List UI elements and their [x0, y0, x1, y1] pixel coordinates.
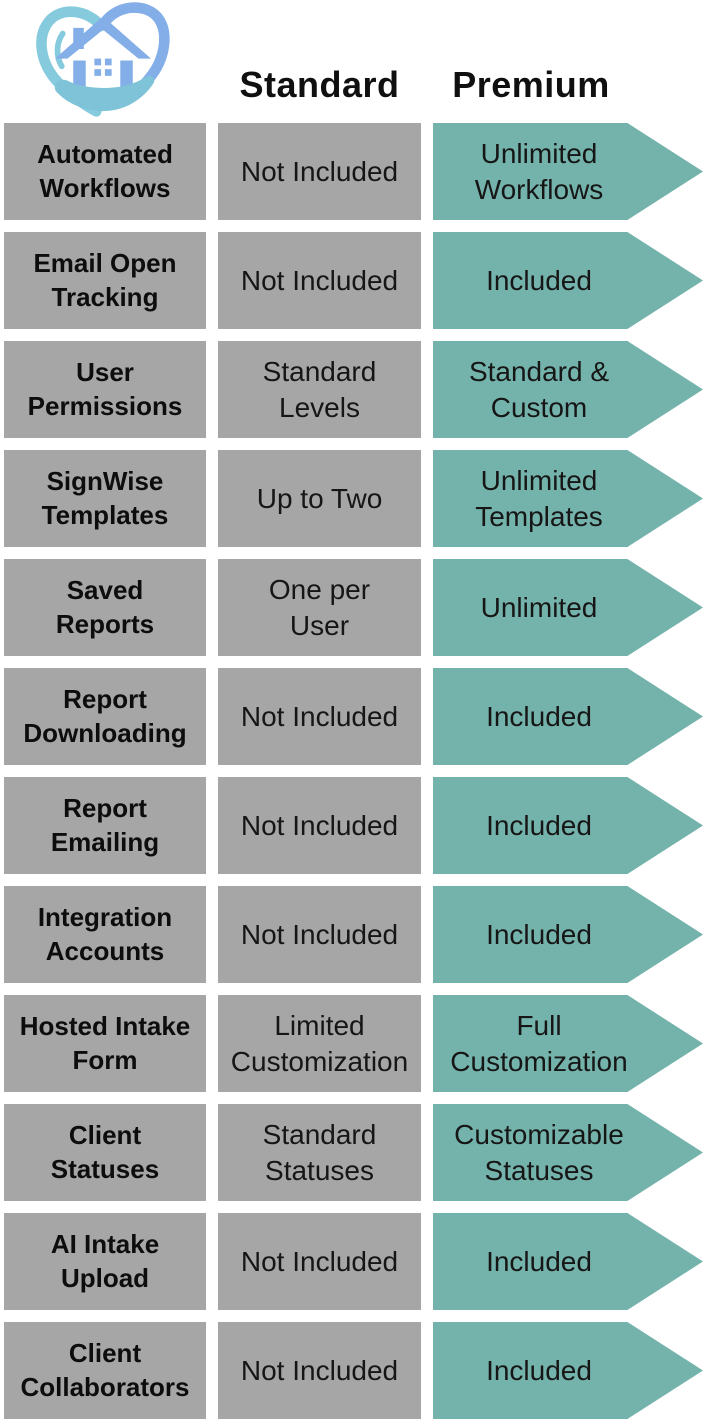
table-row: Client Statuses Standard Statuses Custom… [4, 1104, 703, 1201]
table-row: Report Emailing Not Included Included [4, 777, 703, 874]
table-row: Hosted Intake Form Limited Customization… [4, 995, 703, 1092]
logo [0, 0, 206, 122]
premium-value-arrow: Included [433, 777, 703, 874]
heart-house-care-logo-icon [36, 2, 170, 117]
feature-label: Saved Reports [4, 559, 206, 656]
standard-value: Standard Statuses [218, 1104, 421, 1201]
standard-value: Up to Two [218, 450, 421, 547]
table-row: Email Open Tracking Not Included Include… [4, 232, 703, 329]
house-window [94, 69, 102, 76]
table-row: Automated Workflows Not Included Unlimit… [4, 123, 703, 220]
feature-label: Report Emailing [4, 777, 206, 874]
table-row: User Permissions Standard Levels Standar… [4, 341, 703, 438]
premium-value-arrow: Unlimited Templates [433, 450, 703, 547]
feature-label: Email Open Tracking [4, 232, 206, 329]
comparison-rows: Automated Workflows Not Included Unlimit… [4, 123, 703, 1419]
standard-value: Not Included [218, 123, 421, 220]
column-header-premium: Premium [452, 64, 610, 105]
premium-value-arrow: Unlimited [433, 559, 703, 656]
feature-label: Client Statuses [4, 1104, 206, 1201]
table-row: Saved Reports One per User Unlimited [4, 559, 703, 656]
premium-value-arrow: Included [433, 886, 703, 983]
standard-value: Not Included [218, 886, 421, 983]
house-roof [55, 16, 151, 59]
table-row: AI Intake Upload Not Included Included [4, 1213, 703, 1310]
feature-label: Integration Accounts [4, 886, 206, 983]
house-wall-left [73, 60, 86, 93]
standard-value: Not Included [218, 777, 421, 874]
premium-value-arrow: Standard & Custom [433, 341, 703, 438]
feature-label: SignWise Templates [4, 450, 206, 547]
feature-label: Client Collaborators [4, 1322, 206, 1419]
feature-label: AI Intake Upload [4, 1213, 206, 1310]
header: Standard Premium [0, 0, 706, 122]
standard-value: One per User [218, 559, 421, 656]
premium-value-arrow: Included [433, 232, 703, 329]
feature-label: Hosted Intake Form [4, 995, 206, 1092]
hand-icon [54, 75, 155, 112]
standard-value: Limited Customization [218, 995, 421, 1092]
premium-value-arrow: Included [433, 668, 703, 765]
premium-value-arrow: Included [433, 1213, 703, 1310]
heart-left-accent [54, 30, 66, 70]
standard-value: Not Included [218, 668, 421, 765]
premium-value-arrow: Unlimited Workflows [433, 123, 703, 220]
standard-value: Not Included [218, 232, 421, 329]
standard-value: Not Included [218, 1213, 421, 1310]
standard-value: Standard Levels [218, 341, 421, 438]
table-row: Integration Accounts Not Included Includ… [4, 886, 703, 983]
column-header-standard: Standard [239, 64, 400, 105]
house-wall-right [120, 60, 133, 93]
premium-value-arrow: Included [433, 1322, 703, 1419]
table-row: Client Collaborators Not Included Includ… [4, 1322, 703, 1419]
premium-value-arrow: Customizable Statuses [433, 1104, 703, 1201]
table-row: Report Downloading Not Included Included [4, 668, 703, 765]
standard-value: Not Included [218, 1322, 421, 1419]
house-window [94, 58, 102, 66]
feature-label: User Permissions [4, 341, 206, 438]
house-window [104, 69, 112, 76]
premium-value-arrow: Full Customization [433, 995, 703, 1092]
feature-label: Report Downloading [4, 668, 206, 765]
feature-label: Automated Workflows [4, 123, 206, 220]
table-row: SignWise Templates Up to Two Unlimited T… [4, 450, 703, 547]
house-window [104, 58, 112, 66]
